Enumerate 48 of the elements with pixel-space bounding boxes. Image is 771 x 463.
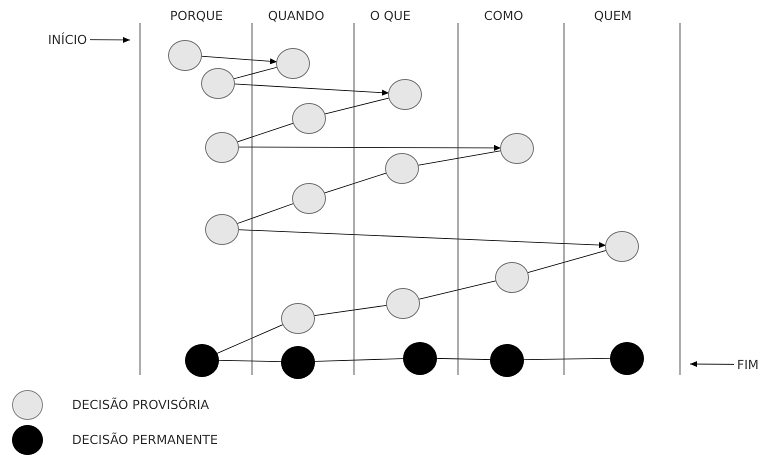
arrow (200, 56, 278, 64)
column-heading: COMO (484, 8, 524, 23)
connector-line (313, 304, 388, 316)
decision-circle (500, 132, 534, 164)
connector-line (418, 280, 497, 300)
arrow (690, 361, 734, 368)
connector-line (236, 122, 294, 142)
decision-circle (388, 78, 422, 110)
decision-circle (205, 132, 239, 162)
decision-circle (610, 342, 644, 374)
decision-circle (281, 302, 315, 334)
decision-circle (276, 48, 310, 78)
connector-line (236, 202, 294, 224)
connector-line (324, 172, 388, 194)
decision-circle (201, 68, 235, 98)
column-heading: QUANDO (268, 8, 324, 23)
decision-circle (185, 344, 219, 376)
column-heading: QUEM (594, 8, 632, 23)
decision-circle (292, 182, 326, 214)
decision-circle (385, 152, 419, 184)
flow-label: INÍCIO (48, 32, 87, 47)
connector-line (218, 360, 282, 362)
connector-line (314, 358, 404, 362)
connector-line (522, 358, 612, 360)
column-heading: O QUE (370, 8, 411, 23)
arrow (90, 36, 130, 43)
column-heading: PORQUE (170, 8, 223, 23)
decision-circle (495, 262, 529, 292)
connector-line (233, 66, 278, 80)
connector-line (526, 250, 608, 274)
decision-circle (490, 344, 524, 376)
connector-line (324, 97, 390, 115)
arrow (234, 84, 390, 96)
decision-circle (605, 230, 639, 262)
connector-line (417, 150, 502, 166)
legend-label: DECISÃO PERMANENTE (72, 432, 218, 447)
flow-label: FIM (737, 357, 759, 372)
decision-circle (403, 342, 437, 374)
connector-line (216, 324, 284, 354)
legend-label: DECISÃO PROVISÓRIA (72, 397, 210, 412)
decision-circle (281, 346, 315, 378)
decision-circle (205, 214, 239, 244)
decision-circle (292, 102, 326, 134)
connector-line (436, 358, 492, 360)
decision-circle (168, 40, 202, 70)
arrow (238, 144, 502, 151)
arrow (238, 229, 606, 248)
decision-circle (386, 288, 420, 318)
